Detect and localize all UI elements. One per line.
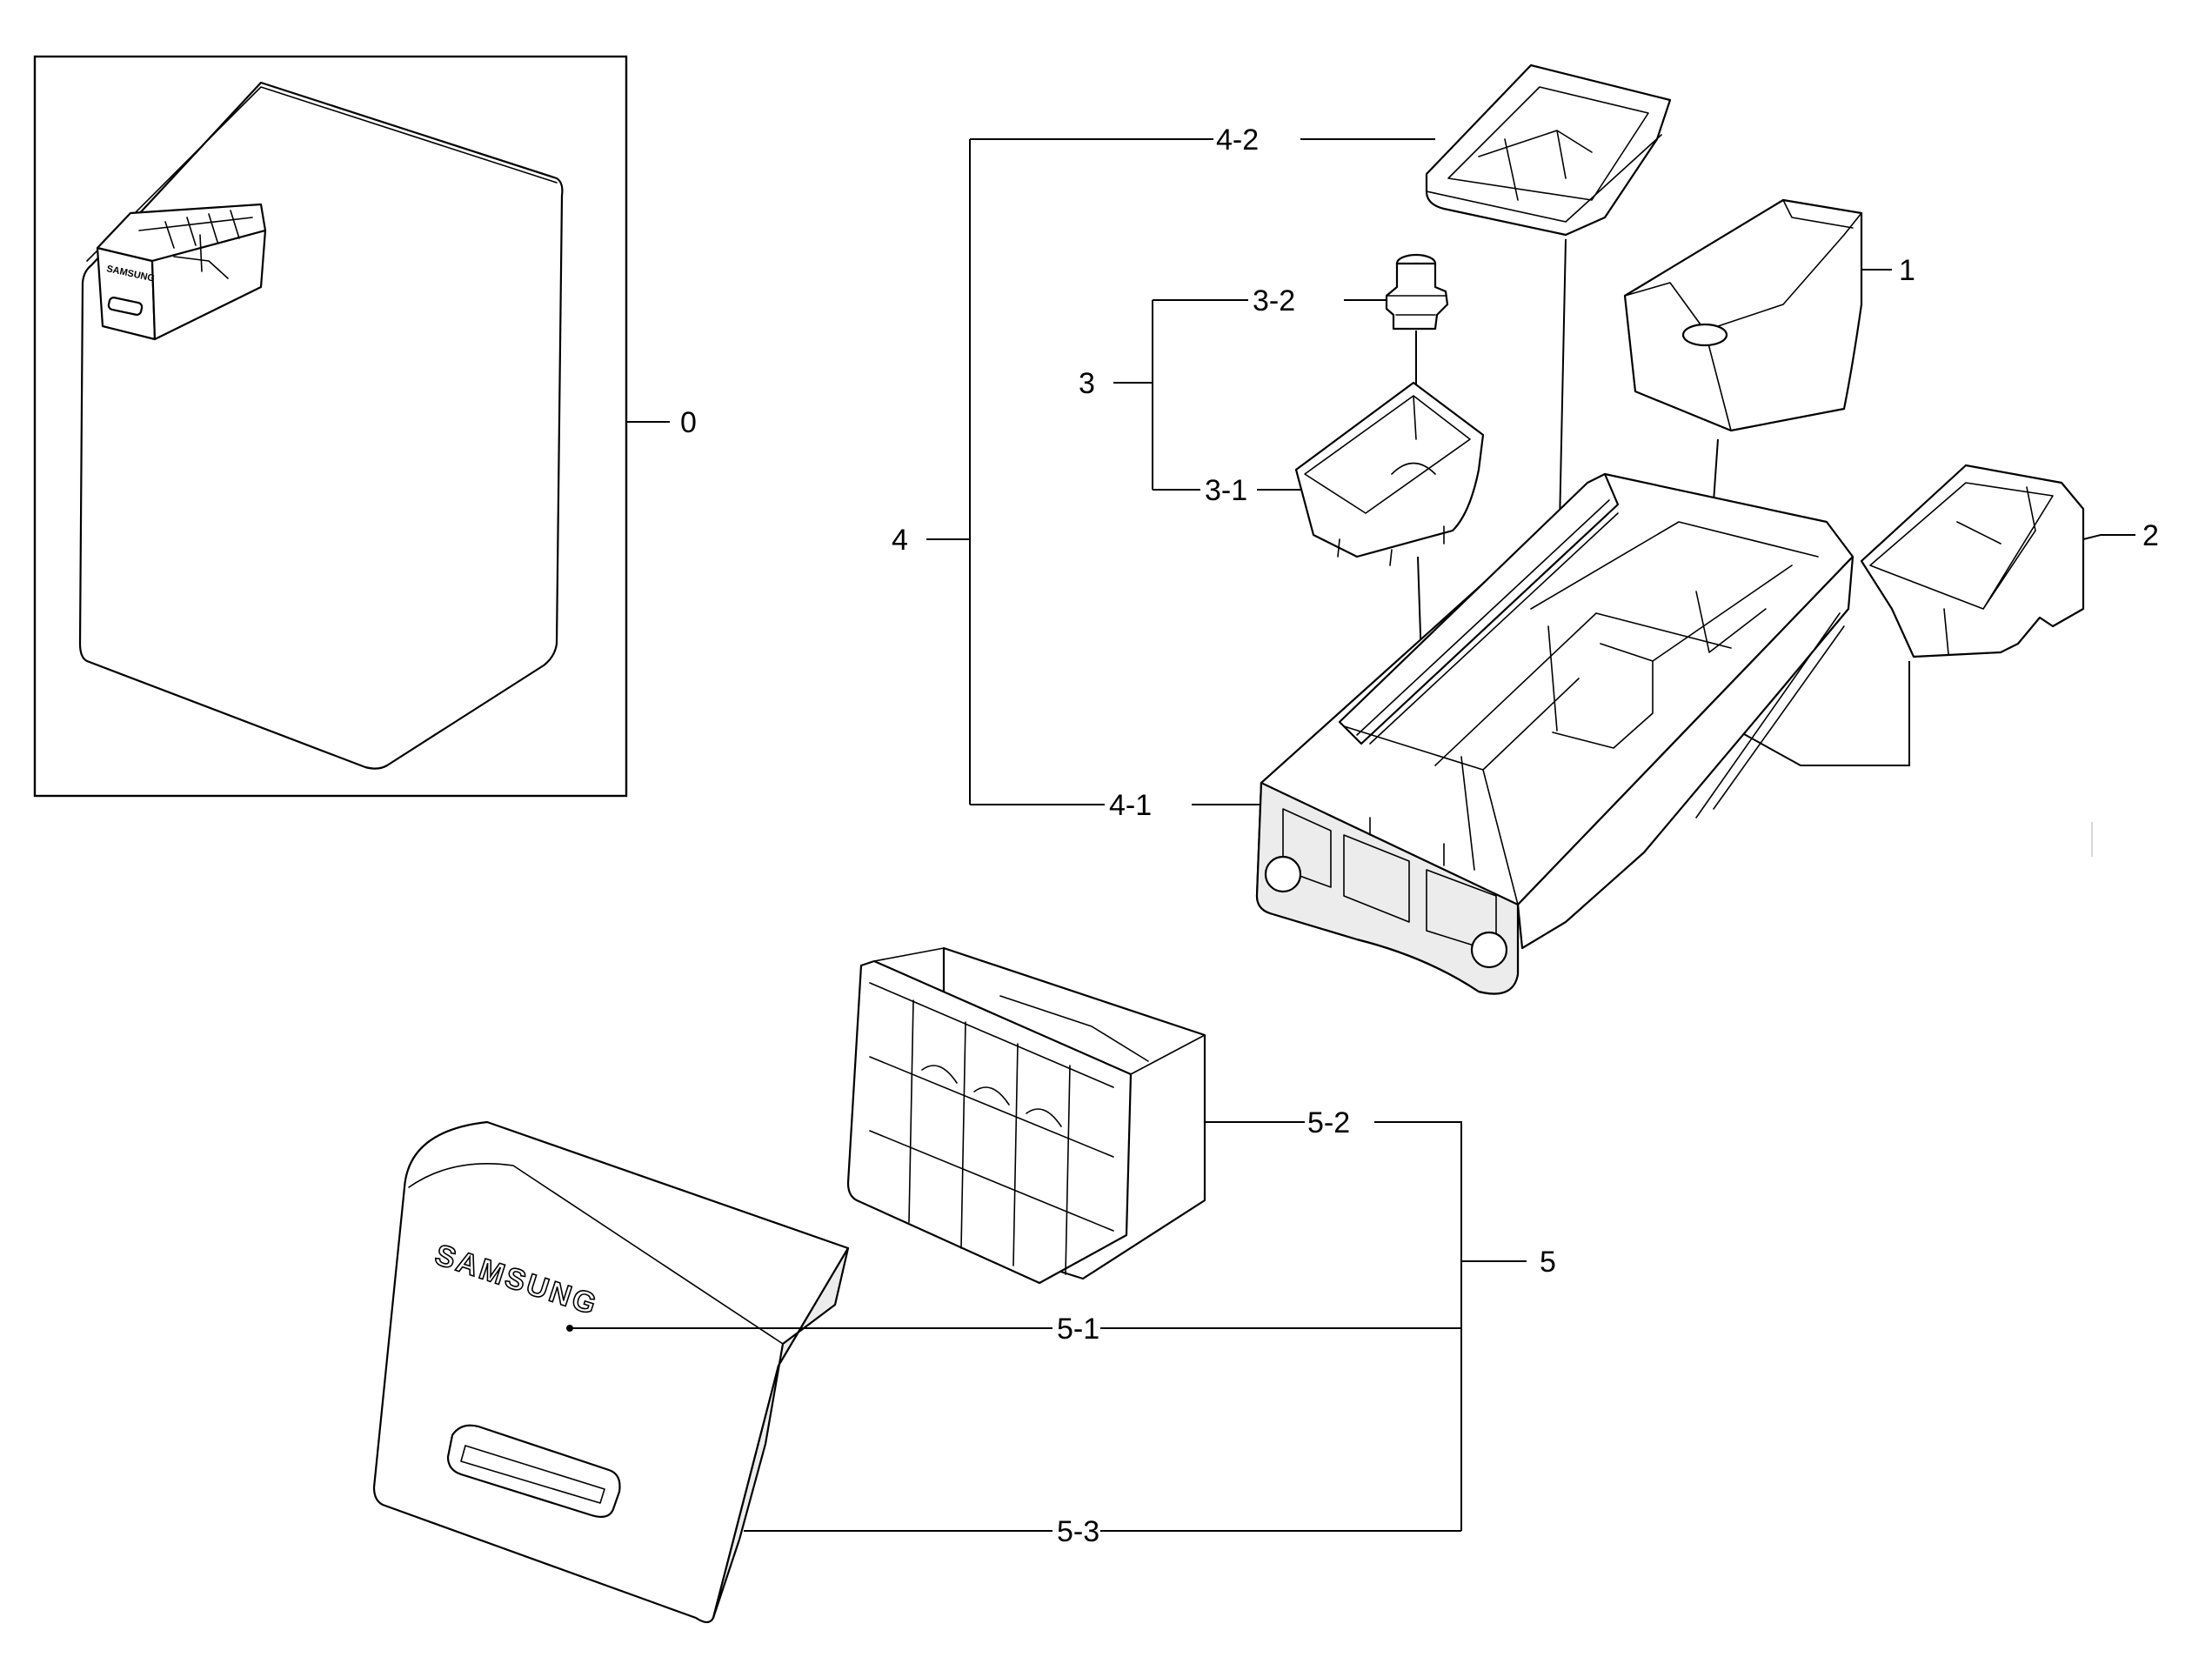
tray-4-2-inner [1447, 86, 1649, 201]
part-0-assembly-overview: SAMSUNG [33, 55, 628, 798]
part-4-1-drawer-housing [1255, 472, 1854, 995]
label-3-2: 3-2 [1253, 284, 1295, 317]
label-2: 2 [2142, 519, 2159, 552]
label-3: 3 [1079, 367, 1095, 400]
label-5-2: 5-2 [1307, 1106, 1350, 1139]
housing-right-boss [1470, 931, 1508, 969]
cup-2-rim [1869, 482, 2054, 610]
housing-left-wall [1338, 472, 1620, 745]
part-4-2-upper-tray [1425, 63, 1672, 237]
housing-left-boss [1264, 855, 1302, 893]
cup-2-body [1860, 464, 2085, 658]
label-5-3: 5-3 [1057, 1515, 1099, 1548]
leader-5-2 [1205, 1121, 1462, 1531]
housing-front-face [1255, 781, 1520, 995]
part-2-bleach-cup [1860, 464, 2085, 658]
part-3-2-siphon-cap [1385, 253, 1449, 331]
part-1-detergent-cup [1623, 198, 1863, 432]
mini-drawer-top [96, 203, 267, 263]
part-5-1-drawer-front: SAMSUNG [372, 1120, 850, 1624]
label-0: 0 [680, 406, 697, 439]
housing-right-wall [1516, 555, 1854, 950]
front-panel-face [372, 1120, 850, 1624]
mini-drawer-front [96, 246, 157, 341]
label-4: 4 [892, 524, 908, 557]
front-panel-side [712, 1246, 850, 1620]
label-3-1: 3-1 [1205, 474, 1247, 507]
tray-4-2-lip [1426, 134, 1662, 223]
front-panel-handle [446, 1424, 621, 1518]
cap-3-2-ring [1386, 295, 1447, 316]
label-5: 5 [1540, 1246, 1556, 1279]
bracket-3 [1113, 300, 1153, 490]
cup-1-rim [1624, 199, 1862, 431]
cup-2-lower [1891, 608, 1949, 658]
housing-rails [1356, 499, 1845, 818]
front-panel-handle-recess [460, 1445, 605, 1504]
label-5-1: 5-1 [1057, 1313, 1099, 1346]
front-panel-bevel [408, 1163, 784, 1345]
frame-5-2-grid [869, 982, 1114, 1275]
part-5-2-drawer-frame [846, 946, 1206, 1285]
label-4-1: 4-1 [1109, 789, 1152, 822]
frame-5-2-top [873, 947, 1206, 1075]
washer-top-edge [86, 86, 558, 262]
part-3-1-softener-cup [1294, 381, 1485, 566]
cup-1-siphon [1681, 323, 1728, 347]
cup-1-body [1623, 198, 1863, 432]
label-4-2: 4-2 [1216, 124, 1259, 157]
mini-drawer-handle [107, 297, 144, 316]
leader-5-1-dot [566, 1325, 573, 1332]
bracket-4 [926, 139, 971, 805]
frame-5-2-front [846, 959, 1133, 1285]
cup-3-1-rim [1304, 395, 1471, 514]
mini-drawer-grid [138, 210, 253, 279]
overview-frame [33, 55, 628, 798]
tray-4-2-body [1425, 63, 1672, 237]
washer-top-panel [78, 81, 564, 770]
label-1: 1 [1899, 254, 1915, 287]
leader-2 [2082, 534, 2135, 540]
housing-compartments [1343, 521, 1819, 905]
cup-3-1-feet [1337, 525, 1445, 566]
cup-3-1-body [1294, 381, 1485, 558]
